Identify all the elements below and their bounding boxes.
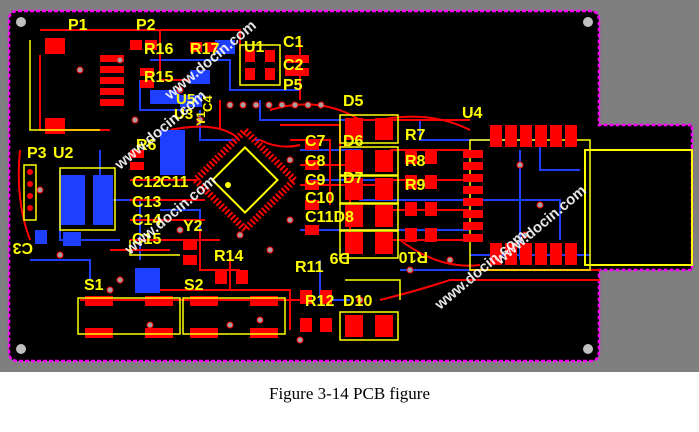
label-p3: P3 [27,145,47,162]
label-c1: C1 [283,34,304,51]
label-r14: R14 [214,248,243,265]
label-p1: P1 [68,17,88,34]
label-u1: U1 [244,39,265,56]
label-c14: C14 [132,212,161,229]
label-r11: R11 [295,259,324,276]
label-c3: C3 [12,239,33,256]
label-c15: C15 [132,231,161,248]
label-s2: S2 [184,277,204,294]
label-d7: D7 [343,170,364,187]
mcu-chip [190,125,300,235]
label-c11-d8: C11D8 [305,209,354,226]
label-r16: R16 [144,41,173,58]
label-d9: D9 [329,249,350,266]
label-u3: U3 [174,106,193,123]
label-c13: C13 [132,194,161,211]
label-s1: S1 [84,277,104,294]
mounting-holes [16,17,593,354]
connector-p1 [29,38,124,134]
label-r6: R6 [136,137,157,154]
label-p5: P5 [283,77,303,94]
label-r7: R7 [405,127,426,144]
connector-p3 [23,164,37,221]
vias [36,56,544,344]
label-c9: C9 [305,172,326,189]
label-r10: R10 [399,248,428,265]
figure-caption: Figure 3-14 PCB figure [268,384,431,403]
label-r8: R8 [405,153,426,170]
label-y1: Y1 [194,111,208,126]
label-c12: C12 [132,174,161,191]
label-d10: D10 [343,293,372,310]
silkscreen-outlines [59,44,401,341]
pcb-image: P1 P2 R16 R17 U1 C1 C2 R15 P5 U5 U3 C4 D… [0,0,699,372]
bottom-smd-parts [35,40,235,293]
label-r9: R9 [405,177,426,194]
label-r12: R12 [305,293,334,310]
label-d6: D6 [343,133,364,150]
label-c2: C2 [283,57,304,74]
component-labels: P1 P2 R16 R17 U1 C1 C2 R15 P5 U5 U3 C4 D… [12,17,482,310]
label-c7: C7 [305,133,326,150]
label-c10: C10 [305,190,334,207]
label-p2: P2 [136,17,156,34]
label-c8: C8 [305,153,326,170]
top-smd-pads [85,40,437,338]
label-y2: Y2 [183,218,203,235]
label-c11: C11 [160,174,189,191]
label-d5: D5 [343,93,364,110]
usb-connector [463,125,693,271]
label-u5: U5 [176,91,195,108]
label-u4: U4 [462,105,483,122]
label-u2: U2 [53,145,74,162]
label-r17: R17 [190,41,219,58]
label-r15: R15 [144,69,173,86]
label-c4: C4 [200,95,215,112]
